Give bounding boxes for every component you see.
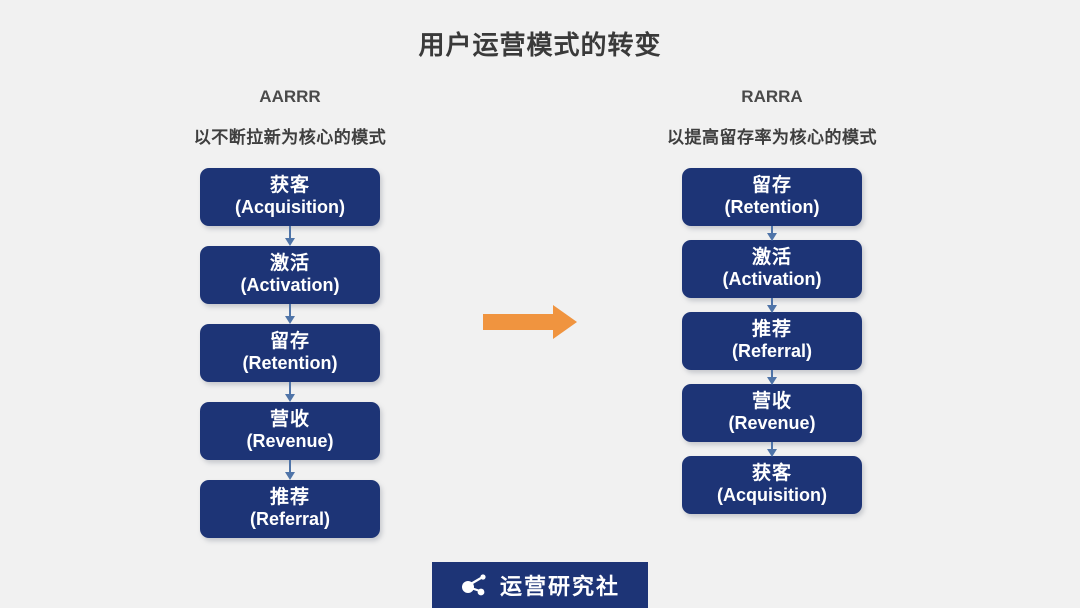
rarra-subtitle: 以提高留存率为核心的模式: [667, 127, 877, 147]
footer-brand-badge: 运营研究社: [432, 562, 648, 608]
aarrr-flow: 获客 (Acquisition) 激活 (Activation) 留存 (Ret…: [140, 167, 440, 538]
node-label-en: (Retention): [724, 196, 820, 217]
flow-node[interactable]: 推荐 (Referral): [682, 311, 862, 370]
right-arrow-icon: [483, 305, 583, 339]
node-label-cn: 留存: [269, 331, 310, 353]
node-label-cn: 推荐: [751, 319, 792, 341]
node-label-cn: 留存: [751, 175, 792, 197]
node-label-cn: 获客: [269, 175, 310, 197]
down-arrow-icon: [283, 381, 297, 402]
down-arrow-icon: [765, 369, 779, 385]
down-arrow-icon: [283, 459, 297, 480]
node-label-en: (Acquisition): [717, 484, 827, 505]
node-label-cn: 获客: [751, 463, 792, 485]
flow-node[interactable]: 激活 (Activation): [682, 239, 862, 298]
down-arrow-icon: [283, 303, 297, 324]
flow-node[interactable]: 激活 (Activation): [200, 245, 380, 304]
flow-node[interactable]: 留存 (Retention): [200, 323, 380, 382]
node-graph-logo-icon: [461, 574, 486, 596]
page-title: 用户运营模式的转变: [418, 30, 662, 60]
aarrr-subtitle: 以不断拉新为核心的模式: [193, 127, 387, 147]
node-label-cn: 激活: [751, 247, 792, 269]
down-arrow-icon: [765, 441, 779, 457]
flow-node[interactable]: 推荐 (Referral): [200, 479, 380, 538]
node-label-en: (Referral): [731, 340, 813, 361]
flow-node[interactable]: 营收 (Revenue): [200, 401, 380, 460]
aarrr-model-name: AARRR: [259, 87, 321, 106]
node-label-en: (Retention): [242, 352, 338, 373]
node-label-en: (Activation): [722, 268, 822, 289]
node-label-en: (Referral): [249, 508, 331, 529]
flow-node[interactable]: 获客 (Acquisition): [682, 455, 862, 514]
node-label-cn: 营收: [269, 409, 310, 431]
footer-brand-name: 运营研究社: [499, 574, 620, 599]
down-arrow-icon: [765, 297, 779, 313]
rarra-column: RARRA 以提高留存率为核心的模式 留存 (Retention) 激活 (Ac…: [622, 87, 922, 514]
node-label-cn: 推荐: [269, 487, 310, 509]
down-arrow-icon: [765, 225, 779, 241]
flow-node[interactable]: 营收 (Revenue): [682, 383, 862, 442]
rarra-model-name: RARRA: [741, 87, 803, 106]
node-label-en: (Revenue): [246, 430, 334, 451]
flow-node[interactable]: 留存 (Retention): [682, 167, 862, 226]
node-label-en: (Acquisition): [235, 196, 345, 217]
node-label-cn: 营收: [751, 391, 792, 413]
aarrr-column: AARRR 以不断拉新为核心的模式 获客 (Acquisition) 激活 (A…: [140, 87, 440, 538]
node-label-en: (Activation): [240, 274, 340, 295]
flow-node[interactable]: 获客 (Acquisition): [200, 167, 380, 226]
down-arrow-icon: [283, 225, 297, 246]
node-label-cn: 激活: [269, 253, 310, 275]
node-label-en: (Revenue): [728, 412, 816, 433]
rarra-flow: 留存 (Retention) 激活 (Activation) 推荐 (Refer…: [622, 167, 922, 514]
